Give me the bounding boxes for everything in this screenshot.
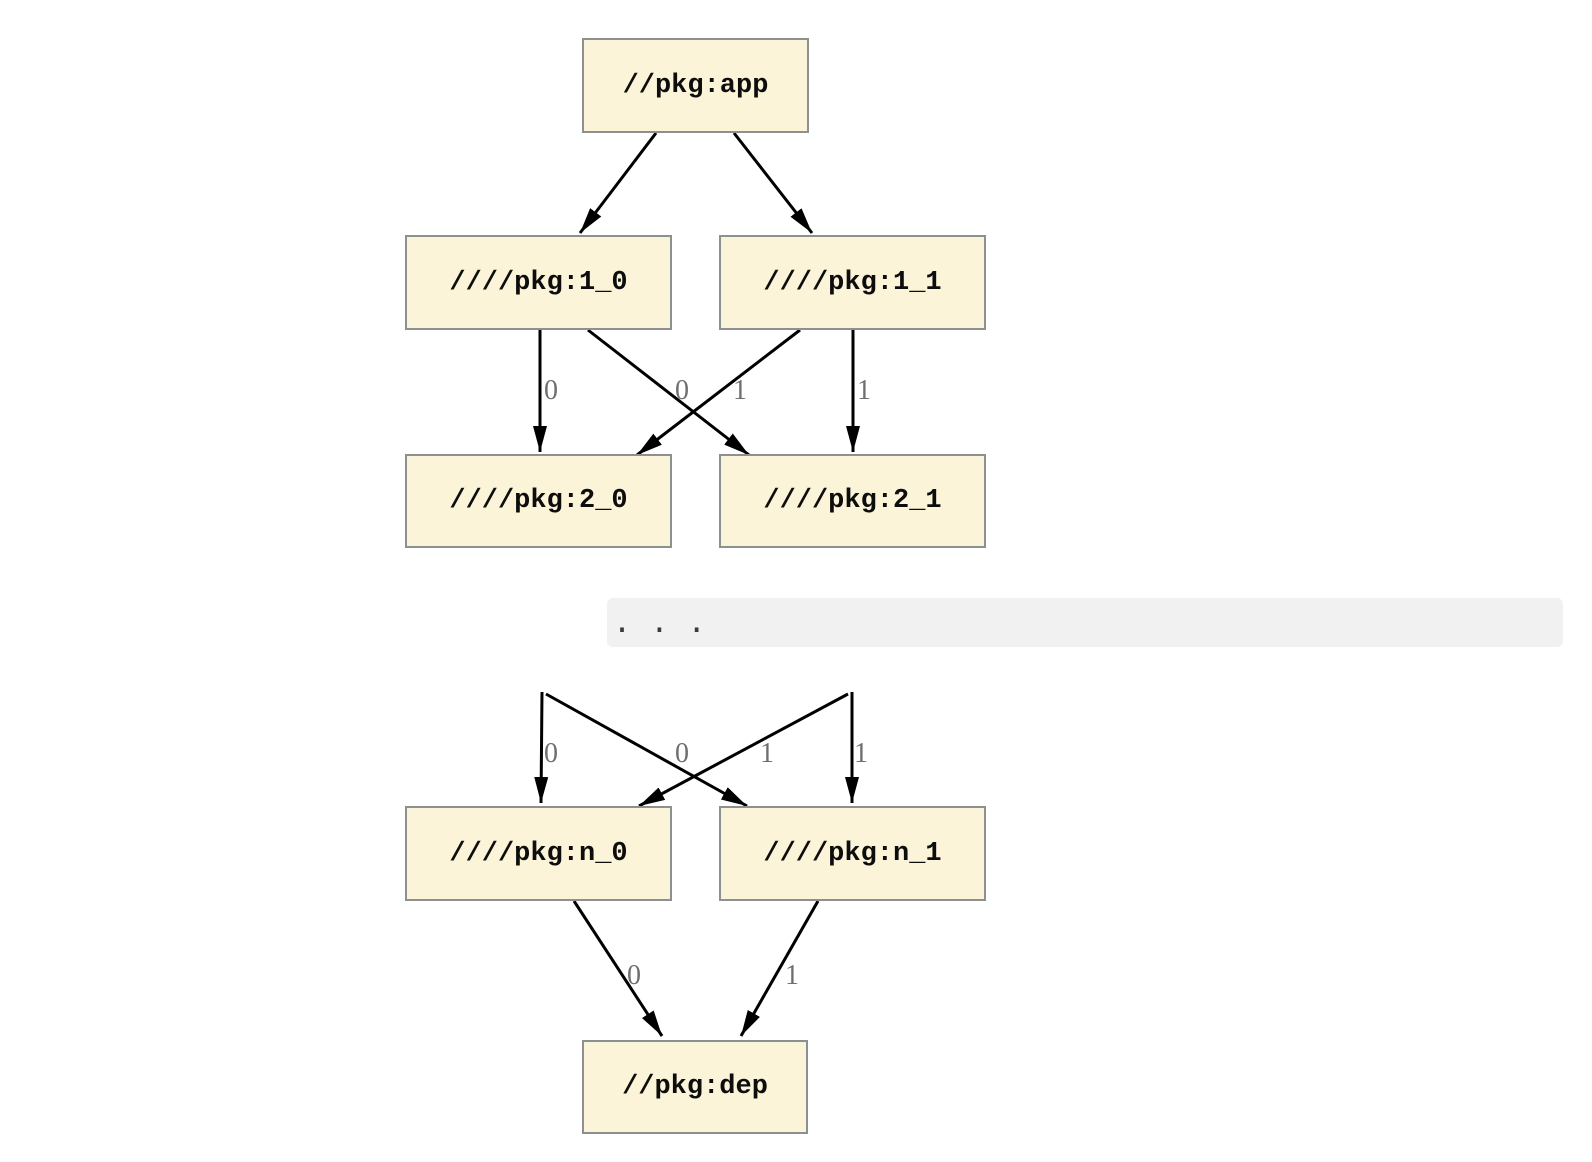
edge-label-ellipsis-to-n-1-direct: 1 xyxy=(854,738,868,769)
edge-label-n-0-to-dep: 0 xyxy=(627,960,641,991)
node-pkg-n-1-label: ////pkg:n_1 xyxy=(763,838,942,869)
edge-n-1-to-dep xyxy=(739,900,820,1037)
node-pkg-n-1: ////pkg:n_1 xyxy=(719,806,986,901)
node-pkg-1-0: ////pkg:1_0 xyxy=(405,235,672,330)
node-pkg-1-1-label: ////pkg:1_1 xyxy=(763,267,942,298)
node-pkg-dep: //pkg:dep xyxy=(582,1040,808,1134)
edge-label-ellipsis-to-n-0-cross: 0 xyxy=(675,738,689,769)
edge-label-n-1-to-dep: 1 xyxy=(785,960,799,991)
node-pkg-n-0-label: ////pkg:n_0 xyxy=(449,838,628,869)
edge-ellipsis-to-n-0-cross xyxy=(638,692,849,808)
edge-app-to-1-0 xyxy=(578,132,658,234)
edge-ellipsis-to-n-1-cross xyxy=(545,692,748,808)
node-pkg-n-0: ////pkg:n_0 xyxy=(405,806,672,901)
node-pkg-2-0: ////pkg:2_0 xyxy=(405,454,672,548)
edge-ellipsis-to-n-0-direct xyxy=(534,691,549,804)
edge-label-1-1-to-2-0: 0 xyxy=(675,375,689,406)
node-pkg-1-1: ////pkg:1_1 xyxy=(719,235,986,330)
edge-label-1-1-to-2-1: 1 xyxy=(857,375,871,406)
node-pkg-app-label: //pkg:app xyxy=(622,70,769,101)
edge-label-1-0-to-2-1: 1 xyxy=(733,375,747,406)
edge-label-1-0-to-2-0: 0 xyxy=(544,375,558,406)
edge-label-ellipsis-to-n-1-cross: 1 xyxy=(760,738,774,769)
edge-1-0-to-2-1 xyxy=(587,328,750,457)
edge-app-to-1-1 xyxy=(732,132,814,234)
ellipsis-band: . . . xyxy=(607,598,1563,647)
node-pkg-1-0-label: ////pkg:1_0 xyxy=(449,267,628,298)
node-pkg-2-1: ////pkg:2_1 xyxy=(719,454,986,548)
node-pkg-2-1-label: ////pkg:2_1 xyxy=(763,486,942,516)
edge-1-1-to-2-0 xyxy=(636,328,801,457)
node-pkg-dep-label: //pkg:dep xyxy=(622,1072,768,1102)
node-pkg-2-0-label: ////pkg:2_0 xyxy=(449,486,628,516)
node-pkg-app: //pkg:app xyxy=(582,38,809,133)
edge-n-0-to-dep xyxy=(572,900,664,1037)
ellipsis-text: . . . xyxy=(613,605,707,640)
edge-label-ellipsis-to-n-0-direct: 0 xyxy=(544,738,558,769)
